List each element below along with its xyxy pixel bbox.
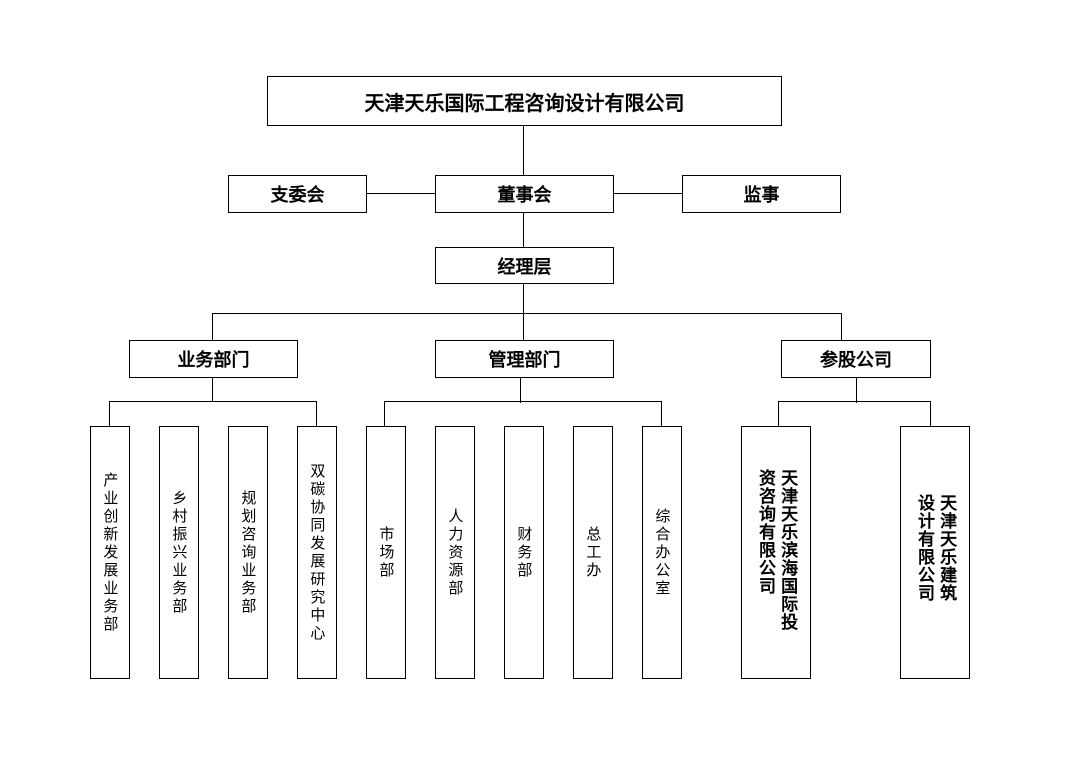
connector-line	[109, 401, 110, 427]
affiliate-node: 天津天乐建筑设计有限公司	[900, 426, 970, 679]
unit-node: 人力资源部	[435, 426, 475, 679]
connector-line	[316, 401, 317, 427]
unit-node: 市场部	[366, 426, 406, 679]
admin-division-label: 管理部门	[488, 350, 561, 371]
affiliate-label: 天津天乐建筑设计有限公司	[914, 493, 957, 602]
affiliate-node: 天津天乐滨海国际投资咨询有限公司	[741, 426, 811, 679]
connector-line	[856, 377, 857, 403]
unit-label: 财务部	[515, 525, 534, 580]
connector-line	[661, 401, 662, 427]
company-label: 天津天乐国际工程咨询设计有限公司	[364, 90, 685, 115]
connector-line	[523, 125, 524, 176]
affiliates-division-label: 参股公司	[820, 350, 892, 371]
connector-line	[778, 401, 779, 427]
unit-node: 双碳协同发展研究中心	[297, 426, 337, 679]
unit-node: 乡村振兴业务部	[159, 426, 199, 679]
supervisor-node: 监事	[682, 175, 841, 213]
admin-division-node: 管理部门	[435, 340, 614, 378]
unit-node: 财务部	[504, 426, 544, 679]
unit-node: 产业创新发展业务部	[90, 426, 130, 679]
unit-label: 人力资源部	[446, 507, 465, 598]
board-node: 董事会	[435, 175, 614, 213]
connector-line	[212, 313, 213, 341]
supervisor-label: 监事	[743, 185, 780, 206]
unit-label: 乡村振兴业务部	[170, 489, 189, 616]
unit-node: 综合办公室	[642, 426, 682, 679]
company-node: 天津天乐国际工程咨询设计有限公司	[267, 76, 782, 126]
connector-line	[384, 401, 662, 402]
business-division-label: 业务部门	[177, 350, 250, 371]
connector-line	[520, 377, 521, 403]
connector-line	[212, 313, 842, 314]
connector-line	[841, 313, 842, 341]
board-label: 董事会	[497, 185, 552, 206]
connector-line	[384, 401, 385, 427]
unit-node: 总工办	[573, 426, 613, 679]
connector-line	[109, 401, 317, 402]
connector-line	[930, 401, 931, 427]
management-label: 经理层	[497, 256, 552, 278]
party-committee-label: 支委会	[270, 185, 325, 206]
business-division-node: 业务部门	[129, 340, 298, 378]
unit-label: 总工办	[584, 525, 603, 580]
party-committee-node: 支委会	[228, 175, 367, 213]
unit-node: 规划咨询业务部	[228, 426, 268, 679]
unit-label: 产业创新发展业务部	[101, 471, 120, 634]
management-node: 经理层	[435, 247, 614, 284]
unit-label: 规划咨询业务部	[239, 489, 258, 616]
affiliates-division-node: 参股公司	[781, 340, 931, 378]
connector-line	[613, 193, 683, 194]
affiliate-label: 天津天乐滨海国际投资咨询有限公司	[755, 468, 798, 631]
connector-line	[523, 212, 524, 248]
connector-line	[366, 193, 436, 194]
connector-line	[523, 283, 524, 341]
connector-line	[778, 401, 931, 402]
unit-label: 市场部	[377, 525, 396, 580]
connector-line	[212, 377, 213, 402]
unit-label: 综合办公室	[653, 507, 672, 598]
unit-label: 双碳协同发展研究中心	[308, 462, 327, 643]
